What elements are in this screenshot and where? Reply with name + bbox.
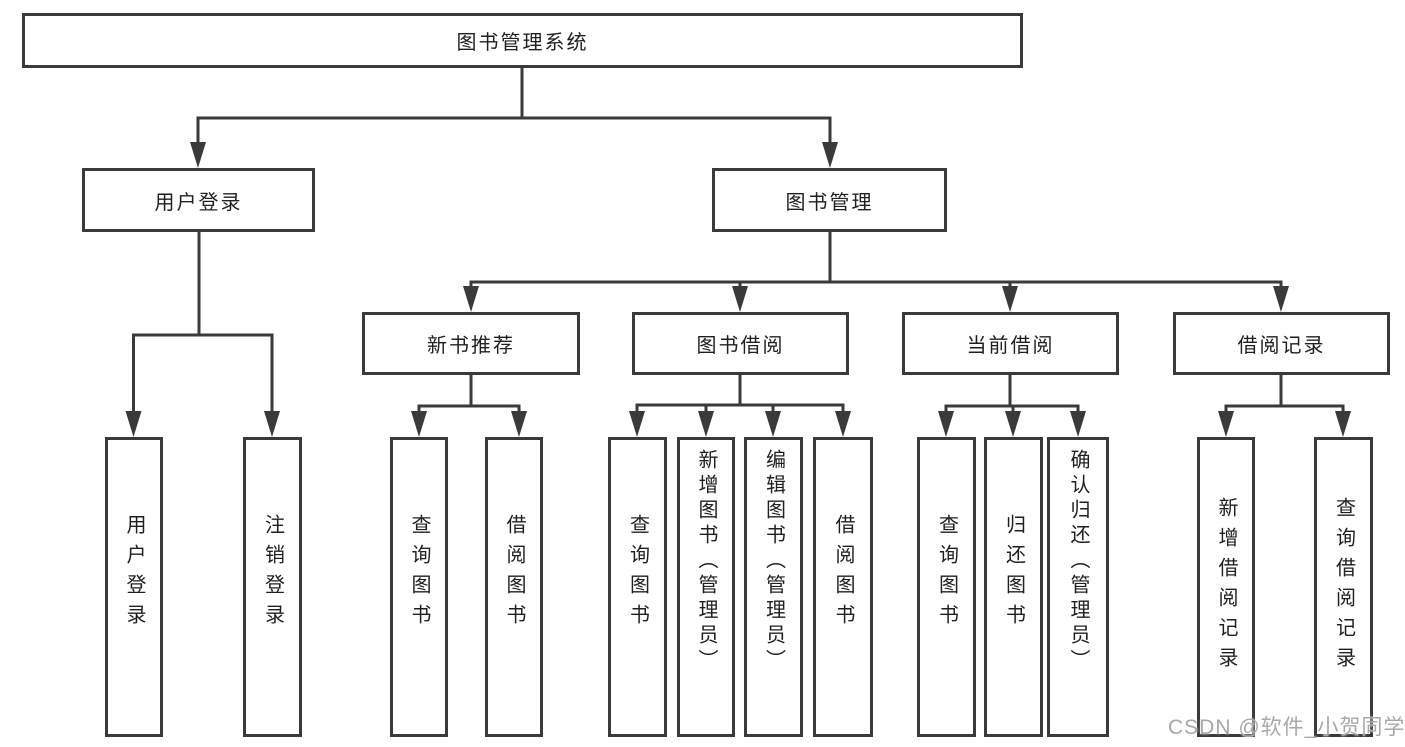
leaf-add-books-admin: 新增图书（管理员） [677, 437, 735, 737]
leaf-borrow-books: 借阅图书 [813, 437, 873, 737]
arrowhead-to-book-borrow [732, 286, 748, 312]
arrowhead-to-current-borrow [1002, 286, 1018, 312]
connector-new-books-split [411, 375, 527, 437]
arrowhead-to-user-login [190, 142, 206, 168]
connector-borrow-records-split [1218, 375, 1351, 437]
node-user-login: 用户登录 [82, 168, 315, 232]
connector-book-management-split [463, 232, 1289, 312]
node-borrowing-records: 借阅记录 [1173, 312, 1390, 375]
csdn-watermark: CSDN @软件_小贺同学 [1168, 716, 1405, 739]
leaf-logout: 注销登录 [243, 437, 302, 737]
leaf-borrow-books-recommend: 借阅图书 [485, 437, 543, 737]
node-new-book-recommend: 新书推荐 [362, 312, 580, 375]
arrowhead-to-login-leaf [125, 411, 142, 437]
leaf-query-borrow-record: 查询借阅记录 [1314, 437, 1373, 737]
arrowhead-to-borrow-records [1273, 286, 1289, 312]
leaf-edit-books-admin: 编辑图书（管理员） [744, 437, 803, 737]
leaf-return-books: 归还图书 [984, 437, 1043, 737]
leaf-query-books-recommend: 查询图书 [390, 437, 448, 737]
leaf-query-books-borrow: 查询图书 [608, 437, 667, 737]
connector-user-login-split [125, 232, 280, 437]
leaf-add-borrow-record: 新增借阅记录 [1197, 437, 1255, 737]
node-book-management: 图书管理 [712, 168, 947, 232]
connector-root-split [190, 68, 838, 168]
node-root-system: 图书管理系统 [22, 13, 1023, 68]
arrowhead-to-logout-leaf [264, 411, 280, 437]
connector-book-borrow-split [629, 375, 851, 437]
leaf-user-login: 用户登录 [105, 437, 163, 737]
leaf-query-books-current: 查询图书 [917, 437, 976, 737]
arrowhead-to-book-management [822, 142, 838, 168]
leaf-confirm-return-admin: 确认归还（管理员） [1047, 437, 1109, 737]
node-current-borrowing: 当前借阅 [902, 312, 1119, 375]
connector-current-borrow-split [938, 375, 1086, 437]
node-book-borrowing: 图书借阅 [632, 312, 849, 375]
arrowhead-to-new-books [463, 286, 479, 312]
